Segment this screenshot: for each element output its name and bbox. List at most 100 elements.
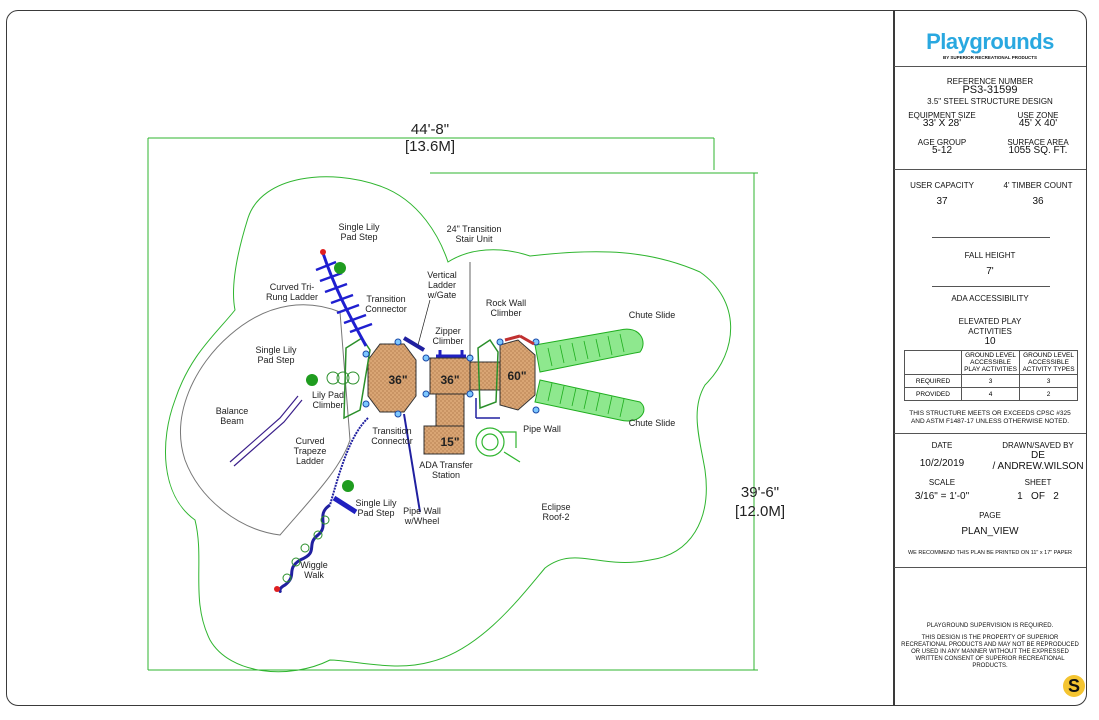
label-curved-tri-rung: Curved Tri-Rung Ladder <box>265 282 319 302</box>
drawing-frame <box>6 10 1087 706</box>
brand-logo: Playgrounds <box>926 29 1054 54</box>
s-logo-letter: S <box>1067 676 1080 696</box>
ladder-end-marker <box>320 249 326 255</box>
ada-col1-header: GROUND LEVEL ACCESSIBLE PLAY ACTIVITIES <box>960 350 1021 375</box>
wiggle-walk-nodes <box>282 515 330 583</box>
equipment-size: 33' X 28' <box>922 118 962 129</box>
vertical-ladder-shape <box>402 336 426 352</box>
rock-wall-shape <box>504 334 535 346</box>
page: PLAN_VIEW <box>961 526 1019 537</box>
use-zone-outline <box>165 176 732 673</box>
single-lily-pad-bar <box>332 495 358 515</box>
sheet-label: SHEET <box>1024 478 1052 487</box>
width-dim-m: [13.6M] <box>405 138 455 155</box>
deck-label-36-center: 36" <box>440 373 459 387</box>
title-block-divider <box>893 10 895 706</box>
label-transition-stair-unit: 24" Transition Stair Unit <box>446 224 502 244</box>
label-ada-transfer-station: ADA Transfer Station <box>419 460 473 480</box>
supervision-note: PLAYGROUND SUPERVISION IS REQUIRED. <box>926 623 1054 629</box>
structure-design: 3.5" STEEL STRUCTURE DESIGN <box>927 97 1053 106</box>
drawn-by-2: / ANDREW.WILSON <box>992 461 1084 472</box>
label-transition-connector-top: Transition Connector <box>365 294 407 314</box>
provided-label: PROVIDED <box>904 387 962 401</box>
fall-height-label: FALL HEIGHT <box>964 251 1016 260</box>
reference-number: PS3-31599 <box>962 84 1018 96</box>
ladder-rungs <box>315 260 373 334</box>
divider-line <box>894 433 1086 434</box>
divider-line <box>932 286 1050 287</box>
label-balance-beam: Balance Beam <box>215 406 249 426</box>
lily-pad-bottom <box>342 480 354 492</box>
label-pipe-wall-wheel: Pipe Wall w/Wheel <box>403 506 441 526</box>
provided-1: 4 <box>960 387 1021 401</box>
curved-trapeze-ladder-shape <box>329 417 369 506</box>
label-lily-pad-climber: Lily Pad Climber <box>311 390 345 410</box>
fall-height: 7' <box>986 266 994 277</box>
ada-transfer-deck <box>435 393 465 427</box>
depth-dimension <box>148 172 758 671</box>
lily-pad-left <box>306 374 318 386</box>
wiggle-walk-end-marker <box>274 586 280 592</box>
required-1: 3 <box>960 374 1021 388</box>
drawn-by-1: DE <box>1031 450 1045 461</box>
label-chute-slide-bottom: Chute Slide <box>628 418 676 428</box>
use-zone-label: USE ZONE <box>1017 111 1059 120</box>
zipper-climber-shape <box>436 350 466 358</box>
width-dimension <box>147 137 715 670</box>
label-vertical-ladder: Vertical Ladder w/Gate <box>427 270 457 300</box>
chute-slide-top-shape <box>534 328 644 373</box>
deck-label-60: 60" <box>507 369 526 383</box>
page-label: PAGE <box>979 511 1001 520</box>
label-single-lily-pad-top: Single Lily Pad Step <box>338 222 380 242</box>
plan-view-drawing: 44'-8" [13.6M] 39'-6" [12.0M] <box>147 121 785 673</box>
print-note: WE RECOMMEND THIS PLAN BE PRINTED ON 11"… <box>907 550 1073 556</box>
deck-label-36-left: 36" <box>388 373 407 387</box>
required-label: REQUIRED <box>904 374 962 388</box>
label-eclipse-roof: Eclipse Roof-2 <box>541 502 571 522</box>
label-curved-trapeze-ladder: Curved Trapeze Ladder <box>293 436 327 466</box>
age-group: 5-12 <box>931 145 952 156</box>
ada-label: ADA ACCESSIBILITY <box>951 294 1029 303</box>
width-dim-ft: 44'-8" <box>411 121 449 138</box>
sheet: 1 OF 2 <box>1017 491 1059 502</box>
label-single-lily-pad-left: Single Lily Pad Step <box>255 345 297 365</box>
scale-label: SCALE <box>928 478 956 487</box>
label-transition-connector-bottom: Transition Connector <box>371 426 413 446</box>
surface-area-label: SURFACE AREA <box>1007 138 1069 147</box>
divider-line <box>894 66 1086 67</box>
stair-unit <box>469 361 501 391</box>
label-rock-wall-climber: Rock Wall Climber <box>485 298 527 318</box>
label-pipe-wall-right: Pipe Wall <box>523 424 561 434</box>
pipe-wall-right-shape <box>475 398 500 419</box>
component-labels: Single Lily Pad Step Curved Tri-Rung Lad… <box>215 222 676 580</box>
elevated-label: ELEVATED PLAY ACTIVITIES <box>958 317 1022 336</box>
scale: 3/16" = 1'-0" <box>914 491 970 502</box>
drawn-label: DRAWN/SAVED BY <box>1002 441 1074 450</box>
divider-line <box>932 237 1050 238</box>
deck-15 <box>423 425 465 455</box>
required-2: 3 <box>1019 374 1078 388</box>
ada-corner <box>904 350 962 375</box>
user-capacity: 37 <box>936 196 948 207</box>
timber-count-label: 4' TIMBER COUNT <box>1003 181 1073 190</box>
cpsc-note: THIS STRUCTURE MEETS OR EXCEEDS CPSC #32… <box>909 410 1071 425</box>
use-zone: 45' X 40' <box>1018 118 1058 129</box>
pipe-wall-wheel-shape <box>403 413 421 513</box>
roof-outline <box>180 304 351 536</box>
divider-line <box>894 169 1086 170</box>
surface-area: 1055 SQ. FT. <box>1008 145 1068 156</box>
lily-pad-climber-shape <box>326 371 360 385</box>
wheelchair-symbol <box>475 427 521 463</box>
balance-beam-shape <box>229 395 303 467</box>
brand-subtitle: BY SUPERIOR RECREATIONAL PRODUCTS <box>942 55 1037 60</box>
deck-label-15: 15" <box>440 435 459 449</box>
label-wiggle-walk: Wiggle Walk <box>300 560 328 580</box>
divider-line <box>894 567 1086 568</box>
structure-posts <box>362 338 540 418</box>
ada-col2-header: GROUND LEVEL ACCESSIBLE ACTIVITY TYPES <box>1019 350 1078 375</box>
reference-label: REFERENCE NUMBER <box>946 77 1034 86</box>
depth-dim-m: [12.0M] <box>735 503 785 520</box>
leader-lines <box>417 262 471 356</box>
timber-count: 36 <box>1032 196 1044 207</box>
date: 10/2/2019 <box>919 458 965 469</box>
